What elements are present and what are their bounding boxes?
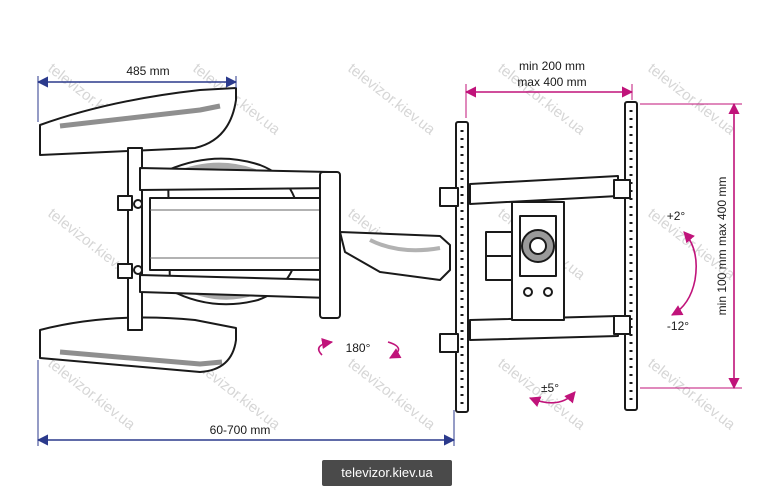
vesa-horizontal-max-label: max 400 mm bbox=[517, 75, 586, 89]
rotation-label: ±5° bbox=[541, 381, 559, 395]
wall-post bbox=[127, 147, 143, 331]
dimension-base-width: 485 mm bbox=[36, 64, 238, 122]
tilt-down-label: -12° bbox=[667, 319, 689, 333]
angle-tilt: +2° -12° bbox=[667, 209, 697, 333]
arm-extension-label: 60-700 mm bbox=[210, 423, 271, 437]
dimension-vesa-vertical: min 100 mm max 400 mm bbox=[640, 102, 742, 390]
tilt-up-label: +2° bbox=[667, 209, 686, 223]
articulating-arms bbox=[139, 157, 507, 319]
wall-bracket-top bbox=[39, 87, 237, 156]
vesa-vertical-label: min 100 mm max 400 mm bbox=[715, 177, 729, 316]
site-badge: televizor.kiev.ua bbox=[322, 460, 452, 486]
wall-bracket-bottom bbox=[39, 316, 237, 373]
dimension-vesa-horizontal: min 200 mm max 400 mm bbox=[464, 59, 634, 118]
angle-swivel: 180° bbox=[317, 337, 402, 359]
base-width-label: 485 mm bbox=[126, 64, 169, 78]
tv-bracket bbox=[439, 101, 638, 413]
vesa-horizontal-min-label: min 200 mm bbox=[519, 59, 585, 73]
crossbar-bottom bbox=[469, 315, 619, 341]
wall-plate bbox=[39, 87, 237, 373]
crossbar-top bbox=[469, 175, 619, 205]
dimension-arm-extension: 60-700 mm bbox=[36, 360, 456, 446]
angle-rotation: ±5° bbox=[528, 381, 576, 407]
swivel-label: 180° bbox=[346, 341, 371, 355]
